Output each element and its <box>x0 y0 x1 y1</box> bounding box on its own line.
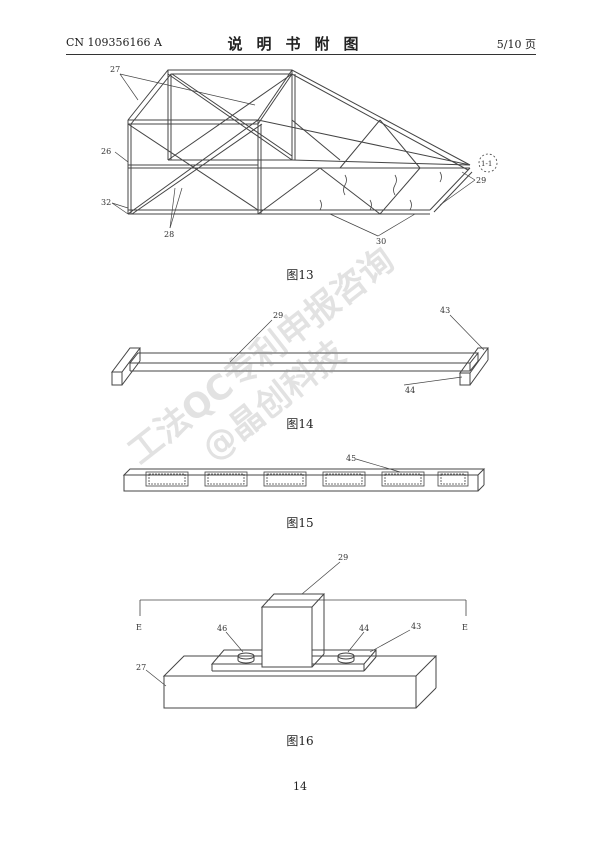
fig13-label-27: 27 <box>110 65 120 74</box>
page-number: 14 <box>293 780 307 793</box>
figure-16-caption: 图16 <box>286 734 314 748</box>
header-rule <box>66 54 536 55</box>
fig13-label-section: 1-1 <box>481 160 492 168</box>
fig16-label-46: 46 <box>217 624 227 633</box>
figure-14-caption: 图14 <box>286 417 314 431</box>
fig14-label-43: 43 <box>440 306 450 315</box>
figure-15-strip <box>122 458 486 492</box>
fig13-label-26: 26 <box>101 147 111 156</box>
fig13-label-28: 28 <box>164 230 174 239</box>
patent-number: CN 109356166 A <box>66 36 162 49</box>
fig16-label-43: 43 <box>411 622 421 631</box>
fig13-label-29: 29 <box>476 176 486 185</box>
page-title: 说明书附图 <box>227 35 373 53</box>
fig16-label-27: 27 <box>136 663 146 672</box>
fig16-section-E-left: E <box>136 623 142 632</box>
fig16-label-44: 44 <box>359 624 369 633</box>
figure-16-section <box>139 561 467 709</box>
fig14-label-44: 44 <box>405 386 415 395</box>
fig16-section-E-right: E <box>462 623 468 632</box>
fig13-label-32: 32 <box>101 198 111 207</box>
figure-15-caption: 图15 <box>286 516 314 530</box>
figure-14-beam <box>111 314 489 386</box>
figure-13-caption: 图13 <box>286 268 314 282</box>
fig16-label-29: 29 <box>338 553 348 562</box>
fig14-label-29: 29 <box>273 311 283 320</box>
figure-13-truss <box>111 69 498 237</box>
fig15-label-45: 45 <box>346 454 356 463</box>
fig13-label-30: 30 <box>376 237 386 246</box>
page-indicator: 5/10 页 <box>496 38 536 51</box>
